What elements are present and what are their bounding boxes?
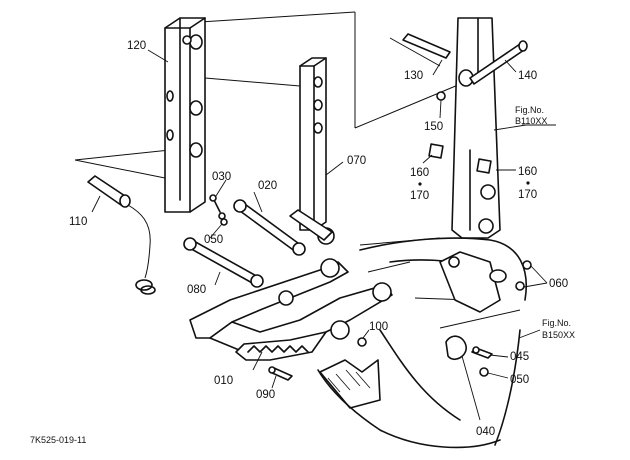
callout-050-left: 050 (204, 234, 223, 246)
part-040-plate (445, 335, 467, 361)
fig-ref-2-line2: B150XX (542, 330, 575, 340)
drawing-code: 7K525-019-11 (30, 435, 86, 445)
callout-160-170-dot-right (526, 181, 530, 185)
callout-020: 020 (258, 180, 277, 192)
callout-170-right: 170 (518, 189, 537, 201)
part-020-pin (233, 199, 335, 256)
part-080-pin (183, 237, 264, 288)
figure-reference-b150xx: Fig.No. B150XX (542, 318, 575, 340)
callout-050-right: 050 (510, 374, 529, 386)
callout-045: 045 (510, 351, 529, 363)
callout-040: 040 (476, 426, 495, 438)
callout-150: 150 (424, 121, 443, 133)
fig-ref-2-line1: Fig.No. (542, 318, 571, 328)
callout-160-left: 160 (410, 167, 429, 179)
callout-120: 120 (127, 40, 146, 52)
leader-lines (91, 49, 556, 421)
callout-060: 060 (549, 278, 568, 290)
part-070-center-bar (299, 57, 327, 231)
part-120-side-plate (164, 17, 206, 213)
callout-140: 140 (518, 70, 537, 82)
fig-ref-1-line2: B110XX (515, 116, 547, 126)
callout-010: 010 (214, 375, 233, 387)
figure-reference-b110xx: Fig.No. B110XX (515, 105, 547, 126)
callout-170-left: 170 (410, 190, 429, 202)
callout-030: 030 (212, 171, 231, 183)
callout-160-right: 160 (518, 166, 537, 178)
part-100-nut (357, 337, 367, 347)
callout-160-170-dot-left (418, 182, 422, 186)
callout-090: 090 (256, 389, 275, 401)
guide-lines (74, 11, 521, 329)
callout-080: 080 (187, 284, 206, 296)
part-045-bolt (471, 346, 493, 359)
part-090-bolt (268, 366, 293, 381)
callout-100: 100 (369, 321, 388, 333)
callout-070: 070 (347, 155, 366, 167)
part-050-nut-left (220, 218, 228, 226)
fig-ref-1-line1: Fig.No. (515, 105, 544, 115)
callout-130: 130 (404, 70, 423, 82)
part-arm-right (402, 17, 528, 239)
part-110-pin-with-clip (87, 175, 156, 295)
part-010-coupler-frame (189, 258, 393, 361)
part-060-nuts (515, 260, 532, 291)
part-050-nut-right (479, 367, 489, 377)
bucket-body (317, 237, 527, 449)
part-030-bolt (209, 194, 226, 220)
callout-110: 110 (69, 216, 87, 228)
callout-labels: 120 130 140 150 160 170 160 170 070 030 … (69, 40, 568, 438)
